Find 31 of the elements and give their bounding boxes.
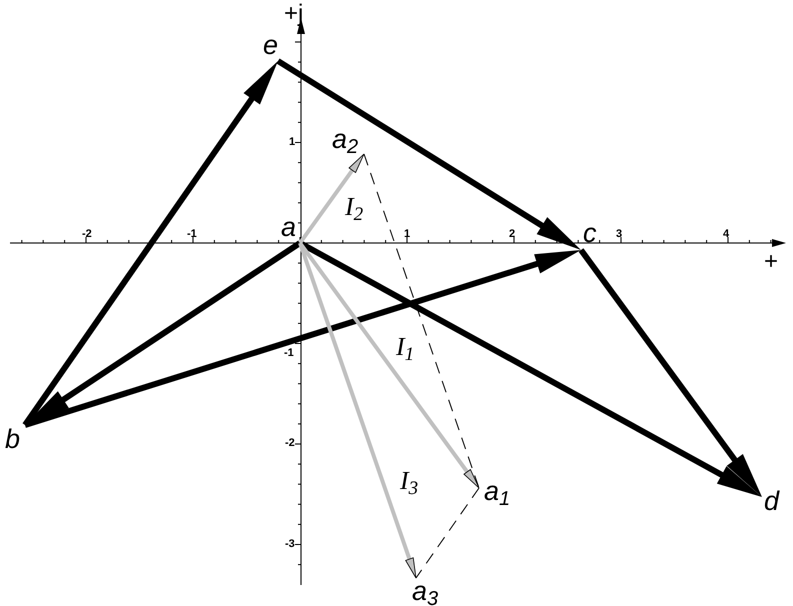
tick-label: 2 [509, 228, 516, 241]
arrow [298, 242, 416, 578]
dashed-line [416, 488, 480, 578]
point-label: d [764, 486, 780, 516]
tick-label: 3 [616, 228, 622, 241]
point-label: a$_{3}$ [412, 576, 438, 606]
point-label: b [5, 424, 20, 454]
edge-label: I$_{2}$ [345, 192, 364, 222]
point-label: e [263, 30, 278, 60]
tick-label: -2 [285, 437, 295, 450]
tick-label: -1 [187, 228, 197, 241]
tick-label: -2 [82, 228, 92, 241]
axis-label: + [764, 248, 778, 276]
tick-label: 1 [289, 136, 296, 149]
arrow [298, 242, 480, 488]
tick-label: 1 [404, 228, 410, 241]
arrow [22, 61, 278, 427]
arrow [298, 154, 364, 244]
point-label: a$_{1}$ [484, 476, 510, 506]
point-label: a [281, 212, 296, 242]
tick-label: 4 [723, 228, 730, 241]
edge-label: I$_{1}$ [396, 332, 414, 362]
point-label: a$_{2}$ [332, 124, 358, 154]
edge-label: I$_{3}$ [400, 466, 418, 496]
arrow [276, 58, 581, 250]
point-label: c [583, 218, 596, 248]
arrow [24, 250, 581, 428]
tick-label: -1 [284, 347, 294, 360]
dashed-line [364, 154, 480, 488]
tick-label: -3 [285, 538, 295, 551]
arrow [578, 248, 762, 497]
